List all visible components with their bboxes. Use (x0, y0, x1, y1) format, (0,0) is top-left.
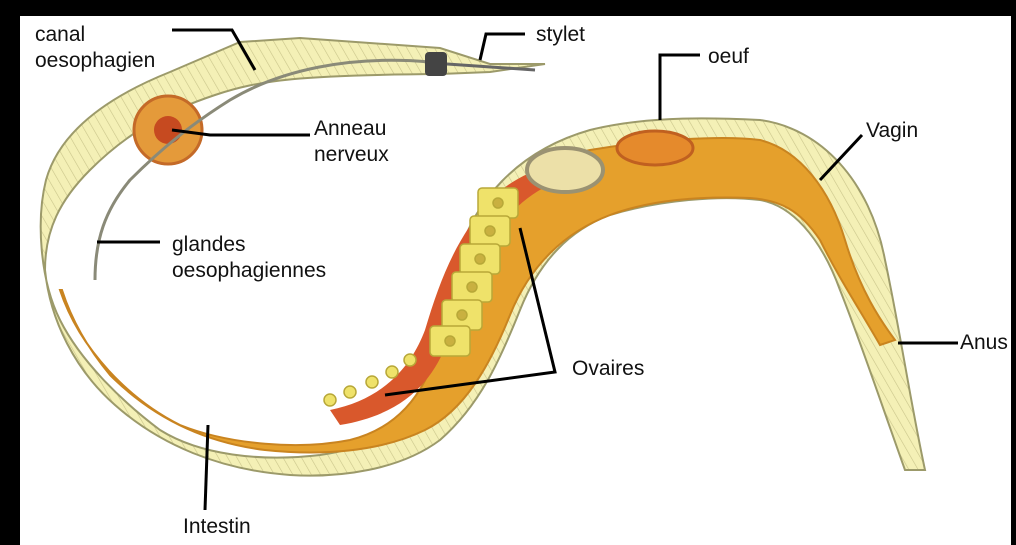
egg-left (527, 148, 603, 192)
label-anneau-nerveux: Anneau nerveux (314, 116, 389, 168)
label-ovaires: Ovaires (572, 356, 644, 382)
label-oeuf: oeuf (708, 44, 749, 70)
label-anus: Anus (960, 330, 1008, 356)
label-stylet: stylet (536, 22, 585, 48)
label-glandes-oesophagiennes: glandes oesophagiennes (172, 232, 326, 284)
label-vagin: Vagin (866, 118, 918, 144)
egg-right (617, 131, 693, 165)
label-canal-oesophagien: canal oesophagien (35, 22, 155, 74)
label-intestin: Intestin (183, 514, 251, 540)
stylet-knob (425, 52, 447, 76)
